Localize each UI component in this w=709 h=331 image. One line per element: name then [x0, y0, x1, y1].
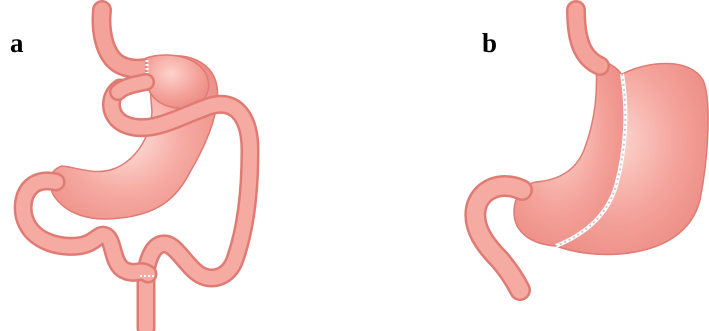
panel-b-illustration — [475, 10, 708, 290]
panel-a-illustration — [23, 10, 250, 328]
